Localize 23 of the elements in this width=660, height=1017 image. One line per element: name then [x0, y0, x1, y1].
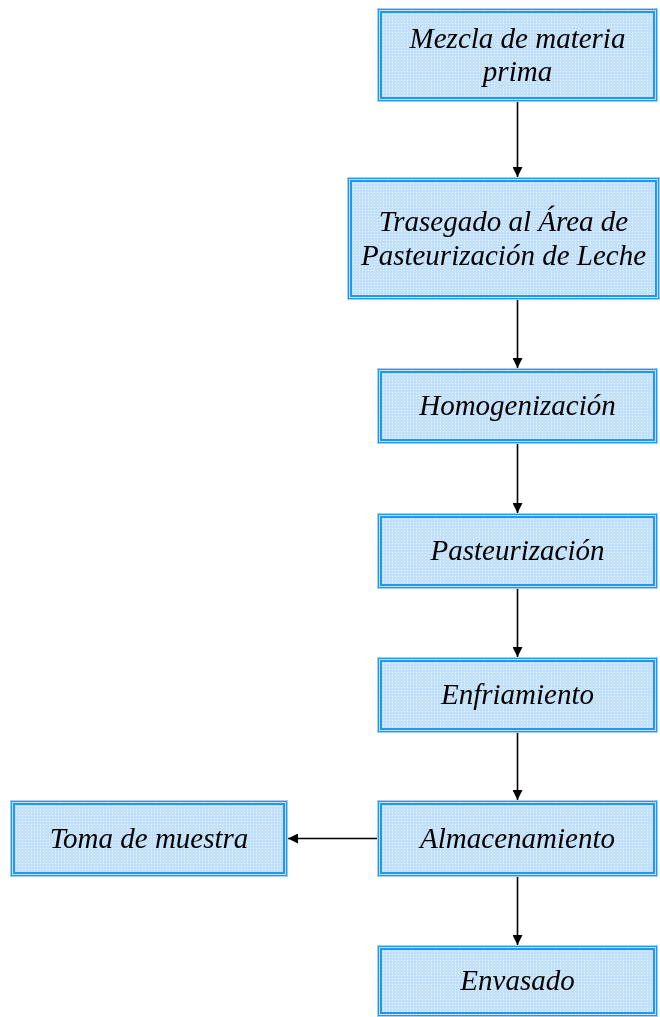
process-box [377, 800, 658, 877]
step-label: Almacenamiento [420, 821, 615, 856]
process-box [377, 8, 658, 102]
step-label: Enfriamiento [440, 678, 594, 712]
process-box [347, 177, 660, 300]
arrow [287, 833, 378, 844]
arrow [512, 876, 523, 946]
process-box [10, 800, 288, 877]
step-label: Mezcla de materia prima [408, 21, 627, 89]
process-box [377, 513, 658, 589]
arrow [512, 101, 523, 178]
step-label: Pasteurización [430, 534, 605, 568]
arrow [512, 732, 523, 801]
step-label: Envasado [460, 964, 575, 998]
step-label: Toma de muestra [49, 821, 249, 856]
step-label: Homogenización [419, 389, 616, 423]
arrow [512, 588, 523, 658]
arrow [512, 443, 523, 514]
process-box [377, 657, 658, 733]
process-box [377, 368, 658, 444]
arrow [512, 299, 523, 369]
process-box [377, 945, 658, 1017]
step-label: Trasegado al Área de Pasteurización de Leche [359, 205, 648, 272]
